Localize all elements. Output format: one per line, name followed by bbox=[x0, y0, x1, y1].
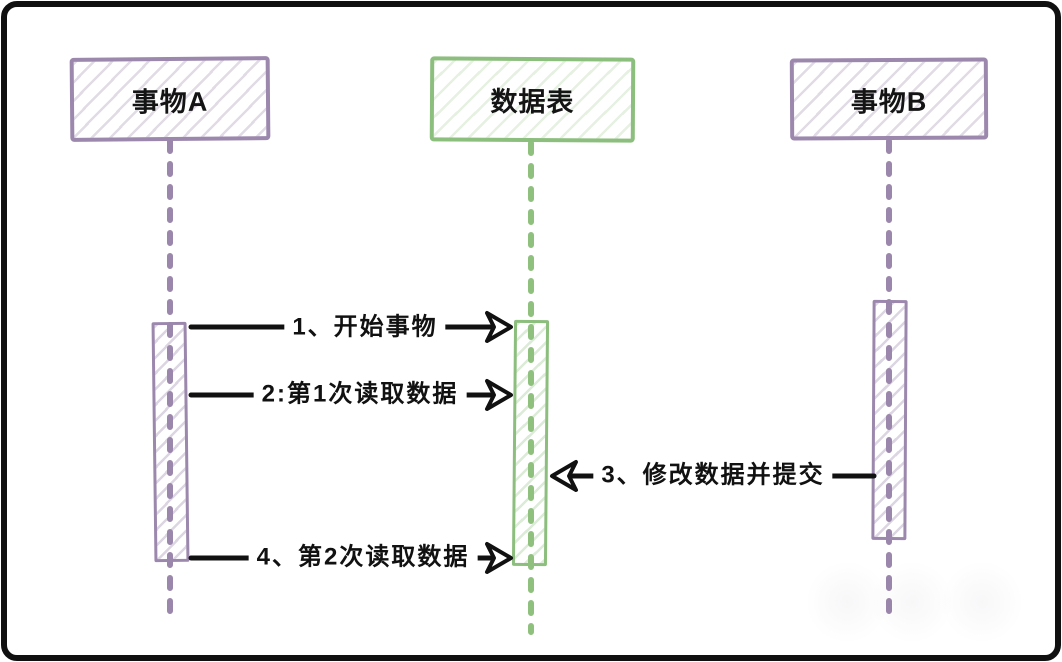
message-label-3: 3、修改数据并提交 bbox=[593, 460, 833, 492]
actor-box-data-table: 数据表 bbox=[429, 56, 636, 143]
arrowhead-right-icon bbox=[485, 542, 513, 574]
arrowhead-left-icon bbox=[550, 460, 578, 492]
activation-bar-transaction-b bbox=[871, 299, 908, 541]
actor-box-transaction-b: 事物B bbox=[789, 57, 989, 141]
message-label-1: 1、开始事物 bbox=[284, 312, 446, 344]
arrowhead-right-icon bbox=[485, 311, 513, 343]
actor-label-transaction-b: 事物B bbox=[850, 86, 928, 117]
activation-bar-transaction-a bbox=[151, 321, 190, 563]
actor-label-transaction-a: 事物A bbox=[131, 86, 209, 117]
watermark bbox=[802, 557, 1032, 647]
activation-bar-data-table bbox=[511, 319, 550, 567]
arrowhead-right-icon bbox=[485, 379, 513, 411]
actor-label-data-table: 数据表 bbox=[490, 86, 575, 118]
message-label-4: 4、第2次读取数据 bbox=[248, 542, 478, 574]
message-label-2: 2:第1次读取数据 bbox=[253, 379, 467, 411]
actor-box-transaction-a: 事物A bbox=[69, 56, 271, 142]
